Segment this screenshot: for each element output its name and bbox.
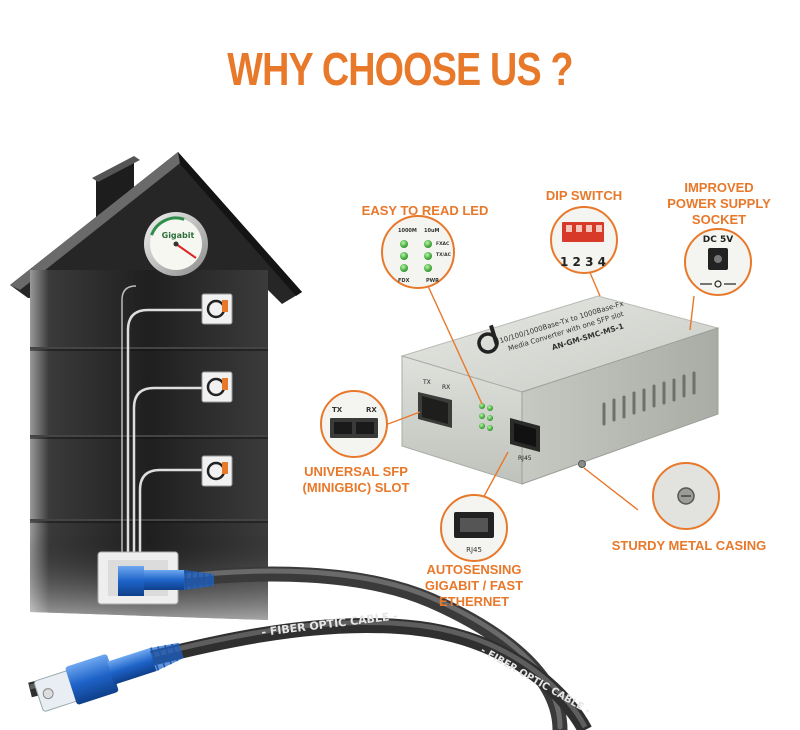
inset-dc-label: DC 5V xyxy=(703,235,733,245)
feature-sfp-line2: (MINIGBIC) SLOT xyxy=(302,480,410,495)
feature-power-line1: IMPROVED xyxy=(684,180,754,195)
inset-led-10m: 10uM xyxy=(424,228,440,234)
feature-sfp-line1: UNIVERSAL SFP xyxy=(304,464,408,479)
cable-label: - FIBER OPTIC CABLE - xyxy=(261,609,399,639)
inset-sfp-tx: TX xyxy=(332,406,343,414)
page-title: WHY CHOOSE US ? xyxy=(227,43,573,95)
inset-sfp-rx: RX xyxy=(366,406,377,414)
inset-led-pwr: PWR xyxy=(426,278,439,284)
feature-rj45-line2: GIGABIT / FAST xyxy=(424,578,524,593)
device-side xyxy=(521,327,719,485)
inset-led-1000m: 1000M xyxy=(398,228,417,234)
speed-gauge: Gigabit xyxy=(144,212,208,276)
blue-connector-plugged xyxy=(118,566,144,596)
rj45-inset: RJ45 xyxy=(440,494,508,562)
vent-slots xyxy=(602,371,696,426)
feature-rj45-label: AUTOSENSING GIGABIT / FAST ETHERNET xyxy=(412,562,536,610)
feature-power-label: IMPROVED POWER SUPPLY SOCKET xyxy=(654,180,784,228)
led-inset: 1000M 10uM FXAC TX/AC FDX PWR xyxy=(381,215,455,289)
feature-led-label: EASY TO READ LED xyxy=(361,203,489,218)
inset-led-fxac: FXAC xyxy=(436,241,450,247)
gauge-label: Gigabit xyxy=(162,231,195,240)
feature-power-line3: SOCKET xyxy=(691,212,747,227)
feature-rj45-line3: ETHERNET xyxy=(438,594,510,609)
casing-screw xyxy=(578,460,586,468)
wall-socket-bottom xyxy=(201,455,233,487)
wall-socket-top xyxy=(201,293,233,325)
device-rx-label: RX xyxy=(442,384,450,391)
power-socket-inset: DC 5V xyxy=(684,228,752,296)
inset-rj45: RJ45 xyxy=(466,546,482,554)
media-converter: 10/100/1000Base-Tx to 1000Base-Fx Media … xyxy=(400,295,720,485)
dip-switch-inset: 1 2 3 4 xyxy=(550,206,618,274)
device-rj45-label: RJ45 xyxy=(518,455,532,462)
front-leds xyxy=(479,403,493,431)
feature-power-line2: POWER SUPPLY xyxy=(667,196,771,211)
sfp-inset: TX RX xyxy=(320,390,388,458)
rj45-port: RJ45 xyxy=(510,418,540,462)
feature-dip-switch-label: DIP SWITCH xyxy=(545,188,623,203)
feature-sfp-label: UNIVERSAL SFP (MINIGBIC) SLOT xyxy=(296,464,416,496)
casing-inset xyxy=(652,462,720,530)
feature-casing-label: STURDY METAL CASING xyxy=(611,538,767,553)
inset-dip-digits: 1 2 3 4 xyxy=(560,255,606,269)
house: Gigabit xyxy=(10,152,302,620)
sfp-slot: TX RX xyxy=(418,379,452,428)
brand-logo xyxy=(477,324,499,354)
callout-lines xyxy=(387,267,695,511)
wall-socket-middle xyxy=(201,371,233,403)
sc-connector-loose xyxy=(33,642,184,712)
inset-led-fdx: FDX xyxy=(398,278,410,284)
feature-rj45-line1: AUTOSENSING xyxy=(426,562,522,577)
device-tx-label: TX xyxy=(422,379,431,386)
inset-led-txac: TX/AC xyxy=(436,252,452,258)
cable-label-2: - FIBER OPTIC CABLE - xyxy=(479,645,592,717)
